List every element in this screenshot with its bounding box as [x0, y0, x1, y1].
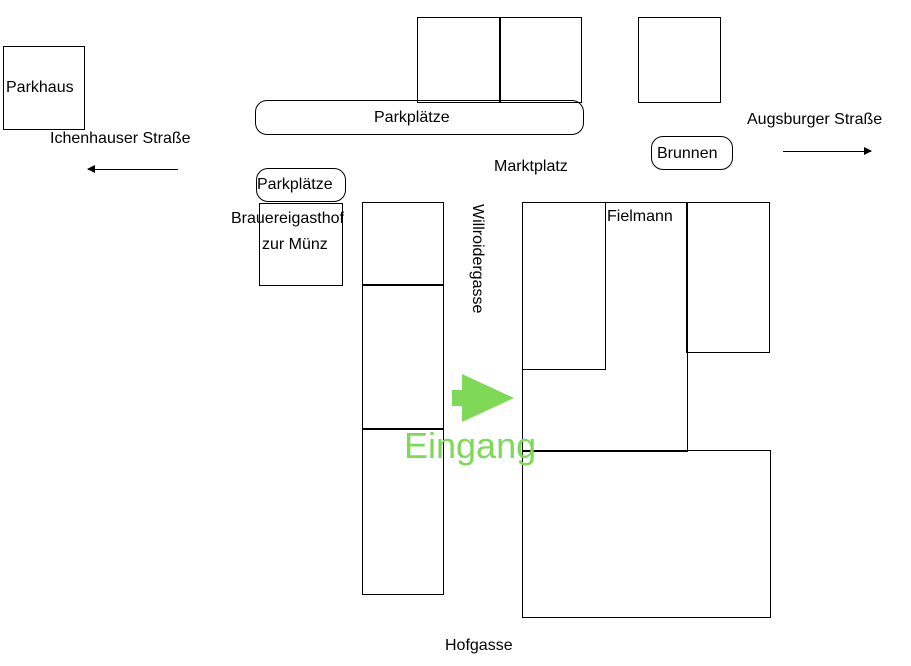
entrance-arrow-icon [452, 374, 514, 422]
fountain [651, 136, 733, 170]
willroidergasse-label: Willroidergasse [469, 204, 486, 314]
parking-strip-top-label: Parkplätze [374, 109, 450, 126]
top-building-left [417, 17, 501, 103]
right-complex-inner-block [522, 202, 606, 370]
entrance-label: Eingang [404, 425, 537, 466]
parkhaus-label: Parkhaus [6, 79, 74, 96]
fielmann-label: Fielmann [607, 208, 673, 225]
right-complex-lower [522, 450, 771, 618]
left-row-building-1 [362, 202, 444, 286]
parking-strip-top [255, 100, 584, 135]
parking-lot-left [256, 168, 346, 202]
zur-muenz-label: zur Münz [262, 236, 328, 253]
top-building-right [638, 17, 721, 103]
fountain-label: Brunnen [657, 145, 718, 162]
brauereigasthof-label: Brauereigasthof [231, 210, 344, 227]
parking-lot-left-label: Parkplätze [257, 176, 333, 193]
left-row-building-2 [362, 284, 444, 430]
top-building-middle [499, 17, 582, 103]
marktplatz-label: Marktplatz [494, 158, 568, 175]
entrance-arrow-shape [452, 374, 514, 422]
right-complex-east-block [686, 202, 770, 353]
west-direction-arrow [87, 163, 178, 175]
ichenhauser-strasse-label: Ichenhauser Straße [50, 130, 191, 147]
left-row-building-3 [362, 428, 444, 595]
parkhaus-building [3, 46, 85, 130]
east-direction-arrow [783, 145, 872, 157]
brauereigasthof-building [259, 203, 343, 286]
augsburger-strasse-label: Augsburger Straße [747, 111, 883, 128]
hofgasse-label: Hofgasse [445, 637, 513, 654]
